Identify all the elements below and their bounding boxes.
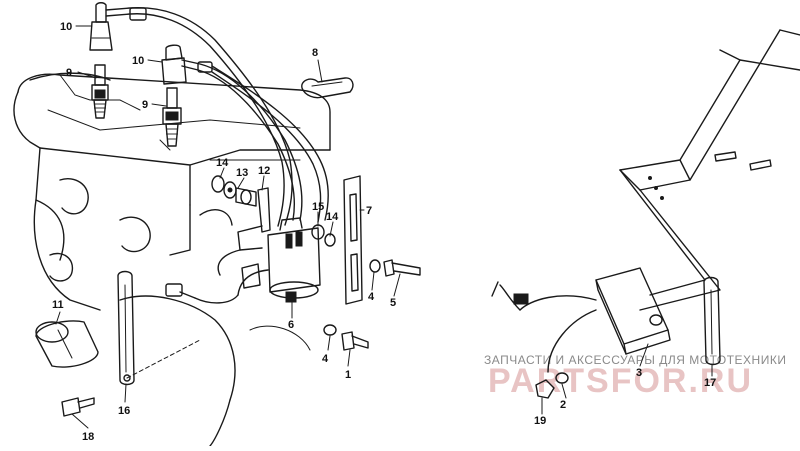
callout-13: 13: [236, 167, 248, 179]
strap-17: [703, 276, 721, 366]
clip-bracket: [301, 77, 354, 99]
callout-14b: 14: [326, 211, 339, 223]
callout-labels: 10 10 9 9 8 14 13 12 15 14 7 4 5 6 4 1 1…: [52, 21, 716, 443]
cable-sleeve: [35, 320, 99, 368]
callout-10a: 10: [60, 21, 72, 33]
callout-6: 6: [288, 319, 294, 331]
watermark-caption: ЗАПЧАСТИ И АКСЕССУАРЫ ДЛЯ МОТОТЕХНИКИ: [484, 353, 786, 367]
frame-member: [619, 29, 800, 311]
bolt-18: [61, 397, 95, 417]
ignition-leads: [105, 7, 329, 227]
cdi-module: [491, 267, 671, 373]
strap: [117, 270, 201, 386]
watermark-brand: PARTSFOR.RU: [488, 362, 753, 400]
callout-3: 3: [636, 367, 642, 379]
callout-10b: 10: [132, 55, 144, 67]
spark-plug-a: [91, 64, 109, 119]
callout-15: 15: [312, 201, 324, 213]
nut-and-washer: [535, 372, 569, 399]
callout-18: 18: [82, 431, 94, 443]
bolt-and-washer-b: [323, 324, 369, 351]
callout-11: 11: [52, 299, 64, 311]
callout-5: 5: [390, 297, 396, 309]
callout-14a: 14: [216, 157, 229, 169]
callout-7: 7: [366, 205, 372, 217]
ignition-coil: [165, 217, 321, 304]
callout-4a: 4: [368, 291, 375, 303]
spark-plug-b: [162, 87, 182, 147]
callout-19: 19: [534, 415, 546, 427]
callout-16: 16: [118, 405, 130, 417]
callout-17: 17: [704, 377, 716, 389]
callout-9b: 9: [142, 99, 148, 111]
callout-12: 12: [258, 165, 270, 177]
bolt-and-washer-a: [369, 259, 421, 277]
leader-lines: [55, 25, 713, 429]
plug-cap-b: [161, 44, 187, 85]
callout-8: 8: [312, 47, 318, 59]
mounting-plate: [343, 175, 363, 305]
callout-4b: 4: [322, 353, 329, 365]
callout-1: 1: [345, 369, 351, 381]
callout-9a: 9: [66, 67, 72, 79]
plug-cap-a: [89, 2, 113, 51]
callout-2: 2: [560, 399, 566, 411]
